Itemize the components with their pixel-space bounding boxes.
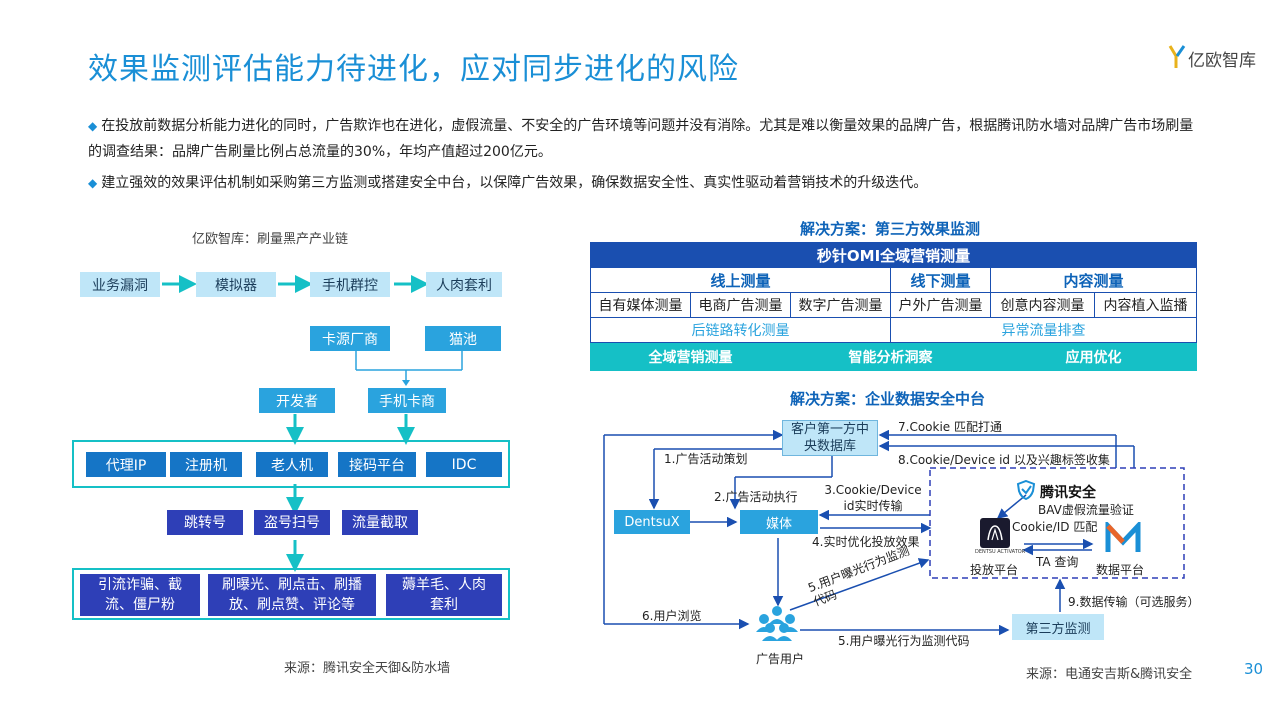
tencent-security-logo bbox=[1016, 479, 1036, 504]
brand-logo: 亿欧智库 bbox=[1168, 42, 1268, 72]
outcome-fraud-fans: 引流诈骗、截流、僵尸粉 bbox=[80, 574, 200, 616]
step-3: 3.Cookie/Device id实时传输 bbox=[824, 483, 922, 513]
method-account-theft: 盗号扫号 bbox=[254, 510, 330, 535]
tool-sms-platform: 接码平台 bbox=[338, 452, 416, 477]
users-icon bbox=[754, 604, 800, 648]
tool-feature-phone: 老人机 bbox=[256, 452, 328, 477]
right-source: 来源：电通安吉斯&腾讯安全 bbox=[1026, 667, 1193, 682]
diamond-bullet-icon: ◆ bbox=[88, 176, 98, 190]
outcome-coupon-abuse: 薅羊毛、人肉套利 bbox=[386, 574, 502, 616]
method-jump-number: 跳转号 bbox=[167, 510, 243, 535]
tools-frame bbox=[72, 440, 510, 488]
omi-table: 秒针OMI全域营销测量 线上测量 线下测量 内容测量 自有媒体测量 电商广告测量… bbox=[589, 242, 1198, 371]
chain-business-loophole: 业务漏洞 bbox=[80, 272, 160, 297]
omi-bottom-full: 全域营销测量 bbox=[590, 342, 791, 371]
launch-platform-label: 投放平台 bbox=[970, 563, 1019, 577]
customer-central-db: 客户第一方中央数据库 bbox=[782, 420, 878, 456]
step-2: 2.广告活动执行 bbox=[714, 490, 798, 504]
omi-group-online: 线上测量 bbox=[590, 267, 891, 293]
bullet-1: ◆在投放前数据分析能力进化的同时，广告欺诈也在进化，虚假流量、不安全的广告环境等… bbox=[88, 113, 1198, 165]
chain-manual-arbitrage: 人肉套利 bbox=[426, 272, 502, 297]
tencent-security-label: 腾讯安全 bbox=[1040, 485, 1096, 501]
page-number: 30 bbox=[1244, 660, 1264, 678]
third-party-monitor-box: 第三方监测 bbox=[1012, 614, 1104, 640]
chain-phone-farm: 手机群控 bbox=[310, 272, 390, 297]
step-9: 9.数据传输（可选服务） bbox=[1068, 595, 1200, 609]
bav-label: BAV虚假流量验证 bbox=[1038, 503, 1134, 517]
omi-cell-ecommerce: 电商广告测量 bbox=[690, 292, 791, 318]
omi-bottom-insight: 智能分析洞察 bbox=[790, 342, 991, 371]
dentsu-activator-icon bbox=[980, 518, 1010, 548]
ta-query-label: TA 查询 bbox=[1036, 555, 1079, 569]
page-title: 效果监测评估能力待进化，应对同步进化的风险 bbox=[88, 52, 739, 87]
bullet-1-text: 在投放前数据分析能力进化的同时，广告欺诈也在进化，虚假流量、不安全的广告环境等问… bbox=[88, 118, 1194, 160]
step-6: 6.用户浏览 bbox=[642, 609, 702, 623]
omi-cell-digital: 数字广告测量 bbox=[790, 292, 891, 318]
solution-heading-security: 解决方案：企业数据安全中台 bbox=[790, 390, 986, 408]
omi-group-content: 内容测量 bbox=[989, 267, 1198, 293]
cookie-id-match-label: Cookie/ID 匹配 bbox=[1012, 520, 1098, 534]
omi-bottom-optimize: 应用优化 bbox=[989, 342, 1198, 371]
outcomes-frame bbox=[72, 568, 510, 620]
omi-group-offline: 线下测量 bbox=[890, 267, 991, 293]
dashed-security-frame bbox=[929, 467, 1185, 579]
ad-users-label: 广告用户 bbox=[756, 652, 805, 666]
bullet-2-text: 建立强效的效果评估机制如采购第三方监测或搭建安全中台，以保障广告效果，确保数据安… bbox=[101, 175, 928, 191]
tool-idc: IDC bbox=[426, 452, 502, 477]
step-7: 7.Cookie 匹配打通 bbox=[898, 420, 1002, 434]
media-box: 媒体 bbox=[740, 510, 818, 534]
mid-card-dealer: 手机卡商 bbox=[368, 388, 446, 413]
solution-heading-third-party: 解决方案：第三方效果监测 bbox=[800, 220, 981, 238]
supplier-modem-pool: 猫池 bbox=[425, 326, 501, 351]
bullet-2: ◆建立强效的效果评估机制如采购第三方监测或搭建安全中台，以保障广告效果，确保数据… bbox=[88, 170, 1198, 196]
dentsu-activator-small: DENTSU ACTIVATOR bbox=[975, 549, 1026, 555]
outcome-fake-metrics: 刷曝光、刷点击、刷播放、刷点赞、评论等 bbox=[208, 574, 376, 616]
shield-icon bbox=[1016, 479, 1036, 501]
method-traffic-hijack: 流量截取 bbox=[342, 510, 418, 535]
tool-proxy-ip: 代理IP bbox=[86, 452, 166, 477]
tool-register-machine: 注册机 bbox=[170, 452, 242, 477]
left-connectors bbox=[162, 275, 463, 572]
omi-cell-owned-media: 自有媒体测量 bbox=[590, 292, 691, 318]
supplier-card-vendor: 卡源厂商 bbox=[310, 326, 390, 351]
logo-text: 亿欧智库 bbox=[1188, 51, 1256, 71]
data-platform-label: 数据平台 bbox=[1096, 563, 1145, 577]
mid-developer: 开发者 bbox=[259, 388, 335, 413]
step-1: 1.广告活动策划 bbox=[664, 452, 748, 466]
step-5b: 5.用户曝光行为监测代码 bbox=[838, 634, 970, 648]
logo-icon bbox=[1168, 45, 1186, 68]
chain-emulator: 模拟器 bbox=[196, 272, 276, 297]
left-caption: 亿欧智库：刷量黑产产业链 bbox=[192, 232, 349, 247]
step-8: 8.Cookie/Device id 以及兴趣标签收集 bbox=[898, 453, 1110, 467]
omi-title: 秒针OMI全域营销测量 bbox=[589, 242, 1198, 268]
omi-cell-outdoor: 户外广告测量 bbox=[890, 292, 991, 318]
omi-cell-placement: 内容植入监播 bbox=[1093, 292, 1198, 318]
dentsux-box: DentsuX bbox=[614, 510, 690, 534]
left-source: 来源：腾讯安全天御&防水墙 bbox=[284, 661, 451, 676]
m-logo-icon bbox=[1104, 519, 1142, 558]
diamond-bullet-icon: ◆ bbox=[88, 119, 98, 133]
step-4: 4.实时优化投放效果 bbox=[812, 535, 920, 549]
